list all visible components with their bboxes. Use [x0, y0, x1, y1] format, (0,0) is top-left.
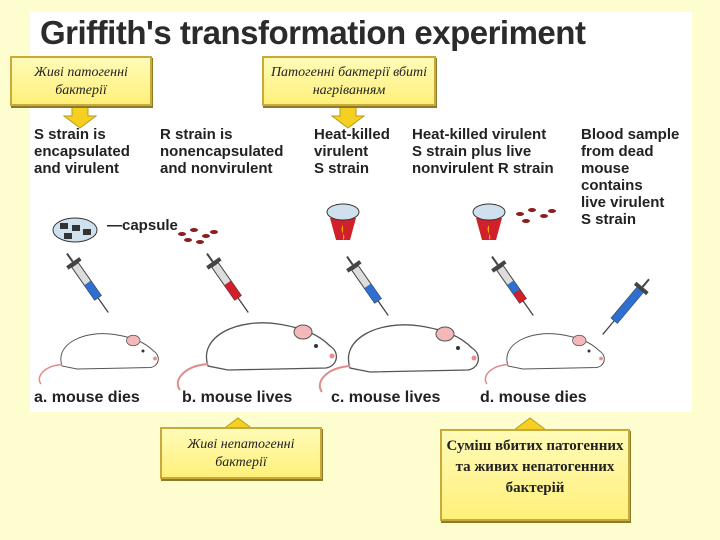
callout-live-nonpathogenic: Живі непатогенні бактерії [160, 427, 322, 479]
mouse-live-icon [318, 323, 480, 393]
mouse-dead-icon [484, 332, 606, 385]
outcome-label-c: c. mouse lives [331, 389, 441, 406]
heat-flame-icon [326, 203, 360, 240]
callout-mixture: Суміш вбитих патогенних та живих непатог… [440, 429, 630, 521]
syringe-icon [595, 273, 657, 341]
column-text-blood-sample: Blood sample from dead mouse contains li… [581, 126, 680, 228]
r-strain-cells-icon [516, 208, 556, 223]
syringe-icon [199, 247, 256, 319]
column-text-s-strain: S strain is encapsulated and virulent [34, 126, 130, 177]
outcome-label-d: d. mouse dies [480, 389, 587, 406]
mouse-dead-icon [38, 332, 160, 385]
mouse-live-icon [176, 321, 338, 391]
outcome-label-a: a. mouse dies [34, 389, 140, 406]
callout-live-pathogenic: Живі патогенні бактерії [10, 56, 152, 106]
callout-heat-killed: Патогенні бактерії вбиті нагріванням [262, 56, 436, 106]
heat-flame-icon [472, 203, 506, 240]
syringe-icon [339, 250, 396, 322]
r-strain-cells-icon [178, 228, 218, 244]
syringe-icon [484, 250, 541, 322]
capsule-label: —capsule [107, 217, 178, 234]
syringe-icon [59, 247, 116, 319]
column-text-heat-killed: Heat-killed virulent S strain [314, 126, 390, 177]
column-text-r-strain: R strain is nonencapsulated and nonvirul… [160, 126, 284, 177]
capsule-cells-icon [52, 217, 98, 243]
column-text-mixture: Heat-killed virulent S strain plus live … [412, 126, 554, 177]
outcome-label-b: b. mouse lives [182, 389, 293, 406]
page-title: Griffith's transformation experiment [40, 14, 586, 51]
